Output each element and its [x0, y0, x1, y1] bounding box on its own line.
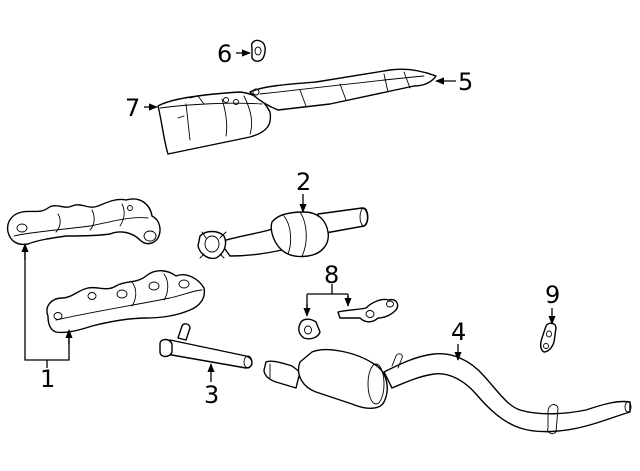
muffler-tailpipe-part — [263, 349, 632, 435]
upper-exhaust-manifold-part — [6, 198, 161, 246]
callout-9: 9 — [545, 281, 560, 309]
callout-6: 6 — [217, 40, 232, 68]
catalytic-converter-part — [197, 207, 369, 260]
rear-heat-shield-part — [249, 68, 437, 111]
insulator-part — [250, 39, 266, 62]
callout-1: 1 — [40, 365, 55, 393]
callout-8: 8 — [324, 261, 339, 289]
callout-labels: 6 5 7 2 8 9 4 1 3 — [40, 40, 560, 409]
callout-3: 3 — [204, 381, 219, 409]
callout-4: 4 — [451, 318, 466, 346]
rear-hanger-part — [539, 322, 557, 353]
intermediate-pipe-part — [159, 323, 253, 369]
leader-8 — [306, 284, 349, 314]
front-heat-shield-part — [157, 91, 272, 155]
callout-2: 2 — [296, 168, 311, 196]
leader-lines — [21, 49, 556, 382]
lower-exhaust-manifold-part — [46, 270, 206, 334]
hanger-parts — [298, 298, 399, 340]
callout-5: 5 — [458, 68, 473, 96]
callout-7: 7 — [125, 94, 140, 122]
